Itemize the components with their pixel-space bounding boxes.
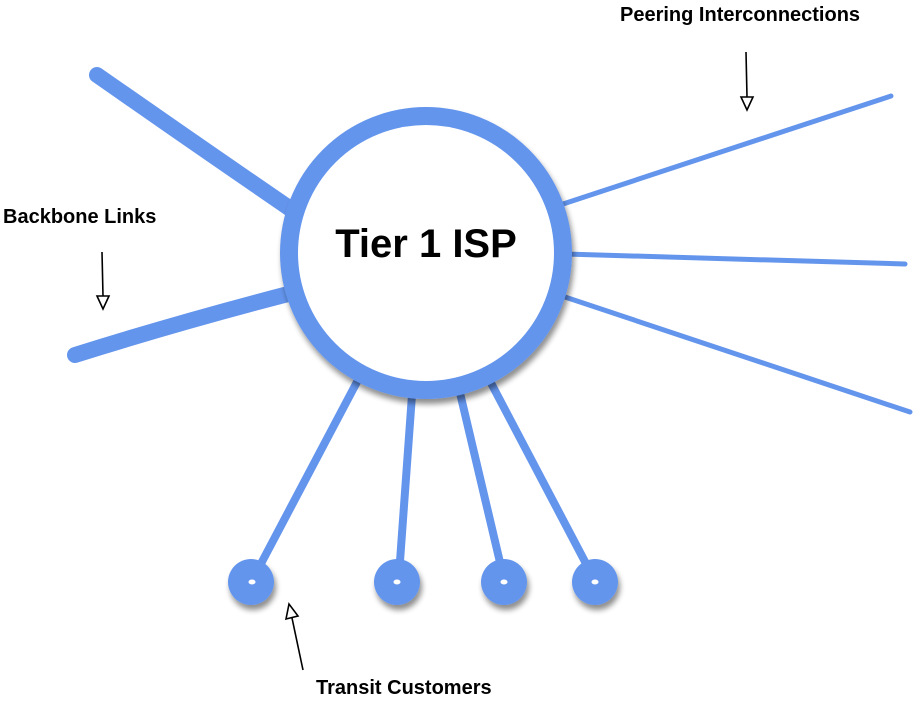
backbone-link bbox=[67, 285, 300, 363]
transit-customers-label: Transit Customers bbox=[316, 677, 492, 699]
peering-link bbox=[559, 293, 913, 415]
transit-link bbox=[456, 389, 507, 579]
transit-link bbox=[251, 376, 362, 579]
transit-arrow-icon bbox=[284, 602, 304, 671]
transit-link bbox=[395, 391, 416, 579]
transit-customer-node bbox=[374, 559, 420, 605]
transit-link bbox=[487, 379, 596, 579]
transit-customer-node bbox=[481, 559, 527, 605]
backbone-arrow-icon bbox=[95, 251, 111, 311]
backbone-links-label: Backbone Links bbox=[3, 206, 157, 228]
transit-customer-node bbox=[572, 559, 618, 605]
center-node-label: Tier 1 ISP bbox=[335, 222, 517, 266]
tier1-isp-node bbox=[280, 107, 572, 399]
peering-link bbox=[557, 93, 894, 208]
transit-customer-node bbox=[228, 559, 274, 605]
peering-link bbox=[562, 251, 908, 267]
peering-interconnections-label: Peering Interconnections bbox=[620, 4, 861, 26]
backbone-link bbox=[89, 67, 300, 218]
peering-arrow-icon bbox=[739, 51, 755, 112]
